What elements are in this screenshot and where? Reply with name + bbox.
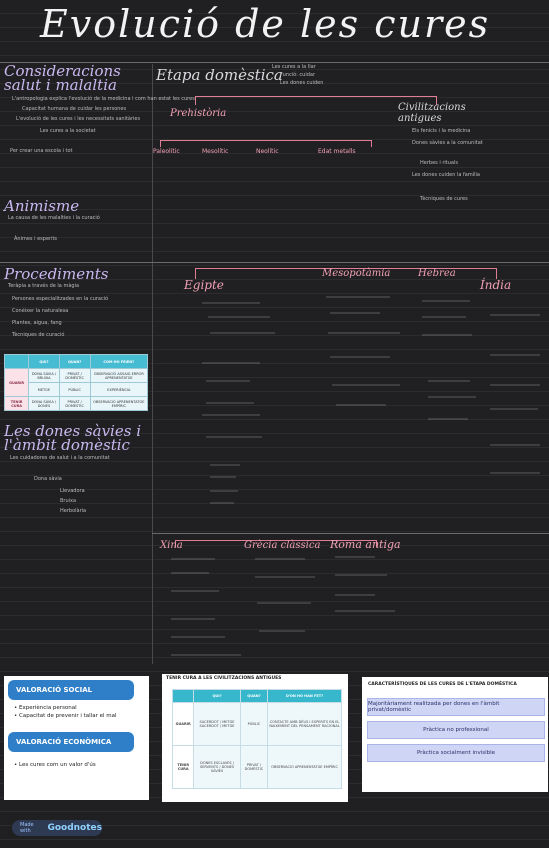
civ-note-4: Les dones cuiden la família xyxy=(412,172,480,178)
tree-branch-periods xyxy=(160,140,372,147)
dones-line-4: Bruixa xyxy=(60,498,77,504)
domestica-note-2: Funció: cuidar xyxy=(280,72,316,78)
section-divider-2 xyxy=(152,533,549,534)
badge-brand: Goodnotes xyxy=(47,823,102,833)
caracteristica-2: Pràctica no professional xyxy=(367,721,545,739)
badge-prefix: Made with xyxy=(20,822,34,834)
hebrea-label: Hebrea xyxy=(418,268,456,279)
valoracio-card: VALORACIÓ SOCIAL • Experiència personal … xyxy=(4,676,149,800)
procediments-line-2: Persones especialitzades en la curació xyxy=(12,296,109,302)
table-card-title: TENIR CURA A LES CIVILITZACIONS ANTIGUES xyxy=(166,676,282,681)
procediments-line-5: Tècniques de curació xyxy=(12,332,65,338)
handwriting-notes xyxy=(202,296,540,504)
valoracio-economica-pill: VALORACIÓ ECONÒMICA xyxy=(8,732,134,752)
table-row: METGE PÚBLIC EXPERIÈNCIA xyxy=(5,382,149,397)
table-header: COM HO FEIEN? xyxy=(89,354,149,369)
table-row: GUARIR DONA SÀVIA / BRUIXA PRIVAT / DOMÈ… xyxy=(3,368,149,397)
goodnotes-badge[interactable]: Made with Goodnotes xyxy=(12,820,102,836)
xina-label: Xina xyxy=(160,540,183,551)
procediments-heading: Procediments xyxy=(4,265,109,283)
caracteristiques-title: CARACTERÍSTIQUES DE LES CURES DE L'ETAPA… xyxy=(368,682,517,687)
title-divider xyxy=(0,62,549,63)
social-bullet-2: • Capacitat de prevenir i tallar el mal xyxy=(14,713,117,719)
dones-line-1: Les cuidadores de salut i a la comunitat xyxy=(10,455,110,461)
handwriting-notes-bottom xyxy=(171,556,395,656)
tree-branch-bottom xyxy=(175,540,377,547)
table-header: QUAN? xyxy=(58,354,91,369)
dones-line-3: Llevadora xyxy=(60,488,85,494)
dones-heading: Les dones sàvies i l'àmbit domèstic xyxy=(4,422,141,454)
animisme-heading: Animisme xyxy=(4,197,80,215)
table-header xyxy=(3,354,30,369)
dones-line-5: Herbolària xyxy=(60,508,87,514)
table-row: TENIR CURA DONA SÀVIA / DONES PRIVAT / D… xyxy=(3,396,149,411)
period-paleolitic: Paleolític xyxy=(153,148,180,155)
civ-note-1: Els fenicis i la medicina xyxy=(412,128,471,134)
period-mesolitic: Mesolític xyxy=(202,148,229,155)
domestica-note-1: Les cures a la llar xyxy=(272,64,316,70)
table-header: QUI? xyxy=(28,354,60,369)
cures-table: QUI? QUAN? COM HO FEIEN? GUARIR DONA SÀV… xyxy=(3,354,149,411)
social-bullet-1: • Experiència personal xyxy=(14,705,77,711)
caracteristica-1: Majoritàriament realitzada per dones en … xyxy=(367,698,545,716)
civ-note-5: Tècniques de cures xyxy=(420,196,468,202)
domestica-note-3: Les dones cuiden xyxy=(280,80,324,86)
mesopotamia-label: Mesopotàmia xyxy=(322,268,391,279)
economica-bullet-1: • Les cures com un valor d'ús xyxy=(14,762,96,768)
consideracions-line-4: Les cures a la societat xyxy=(40,128,96,134)
civ-note-3: Herbes i rituals xyxy=(420,160,458,166)
tree-branch-civs xyxy=(195,268,497,279)
egipte-label: Egipte xyxy=(184,278,224,292)
animisme-line-1: La causa de les malalties i la curació xyxy=(8,215,100,221)
period-neolitic: Neolític xyxy=(256,148,279,155)
table-row: TENIR CURA DONES ESCLAVES / SERVENTS / D… xyxy=(171,745,342,789)
consideracions-line-5: Per crear una escola i tot xyxy=(10,148,73,154)
etapa-domestica-heading: Etapa domèstica xyxy=(156,66,283,84)
page-title: Evolució de les cures xyxy=(40,2,491,46)
tree-branch xyxy=(195,96,437,105)
animisme-line-2: Ànimes i esperits xyxy=(14,236,58,242)
dones-line-2: Dona sàvia xyxy=(34,476,62,482)
period-edat-metalls: Edat metalls xyxy=(318,148,356,155)
civilitzacions-table: QUI? QUAN? D'ON HO HAN FET? GUARIR SACER… xyxy=(171,689,342,789)
table-row: GUARIR SACERDOT / METGE SACERDOT / METGE… xyxy=(171,702,342,746)
consideracions-line-2: Capacitat humana de cuidar les persones xyxy=(22,106,127,112)
procediments-line-3: Conèixer la naturalesa xyxy=(12,308,69,314)
civilitzacions-label: Civilitzacions antigues xyxy=(398,102,466,124)
procediments-line-1: Teràpia a través de la màgia xyxy=(8,283,80,289)
valoracio-social-pill: VALORACIÓ SOCIAL xyxy=(8,680,134,700)
civ-note-2: Dones sàvies a la comunitat xyxy=(412,140,483,146)
procediments-line-4: Plantes, aigua, fang xyxy=(12,320,62,326)
caracteristica-3: Pràctica socialment invisible xyxy=(367,744,545,762)
roma-label: Roma antiga xyxy=(330,538,401,551)
india-label: Índia xyxy=(480,278,512,292)
grecia-label: Grècia clàssica xyxy=(244,540,321,551)
section-divider xyxy=(0,262,549,263)
prehistoria-label: Prehistòria xyxy=(170,108,227,119)
consideracions-line-3: L'evolució de les cures i les necessitat… xyxy=(16,116,141,122)
consideracions-line-1: L'antropologia explica l'evolució de la … xyxy=(12,96,195,102)
consideracions-heading: Consideracions salut i malaltia xyxy=(4,62,121,94)
column-divider xyxy=(152,64,153,664)
